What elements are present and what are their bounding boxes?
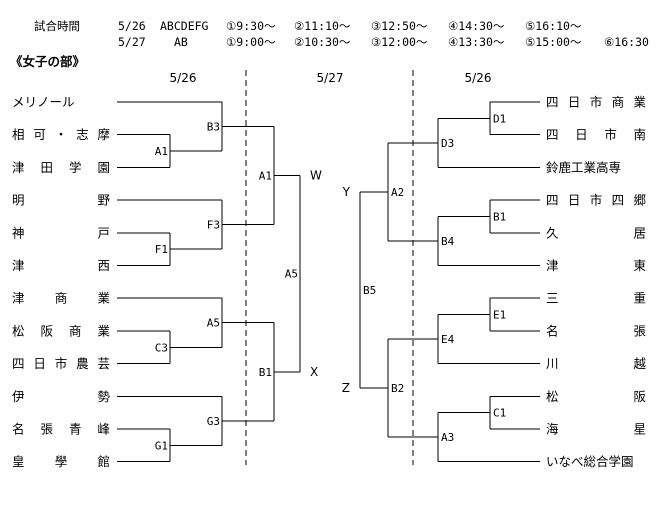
team-right-8: 名張 xyxy=(546,323,646,338)
team-left-12: 皇學館 xyxy=(12,454,110,469)
team-left-1: メリノール xyxy=(12,95,75,110)
winner-label-x: X xyxy=(310,365,318,379)
match-label-left-r1-4: G1 xyxy=(155,439,168,452)
match-label-right-semi: B5 xyxy=(363,284,376,297)
schedule-title: 試合時間 xyxy=(34,19,80,33)
team-right-6: 津東 xyxy=(546,258,646,273)
team-right-7: 三重 xyxy=(546,291,646,306)
match-label-left-r1-3: C3 xyxy=(155,341,168,354)
match-label-left-r3-2: B1 xyxy=(259,366,272,379)
match-labels: A1B3F1F3C3A5G1G3A1B1A5D1D3B1B4E1E4C1A3A2… xyxy=(155,112,507,452)
schedule-row-1-date: 5/26 xyxy=(118,19,146,33)
match-label-right-r1-1: D1 xyxy=(493,112,506,125)
team-right-1: 四日市商業 xyxy=(546,95,646,110)
bracket-lines xyxy=(117,101,540,463)
match-label-right-r2-3: E4 xyxy=(441,333,455,346)
day-header-left: 5/26 xyxy=(170,71,197,85)
match-label-right-r3-1: A2 xyxy=(391,186,404,199)
match-label-left-r2-2: F3 xyxy=(207,219,220,232)
section-title: 《女子の部》 xyxy=(10,54,85,69)
schedule-row-2-courts: AB xyxy=(174,35,188,49)
team-right-10: 松阪 xyxy=(546,389,646,404)
team-left-9: 四日市農芸 xyxy=(12,356,110,371)
match-label-right-r2-4: A3 xyxy=(441,431,454,444)
team-right-12: いなべ総合学園 xyxy=(546,454,634,469)
team-left-8: 松阪商業 xyxy=(12,323,110,338)
schedule-row-2-time-3: ③12:00～ xyxy=(371,35,428,49)
match-label-right-r1-3: E1 xyxy=(493,309,506,322)
team-left-3: 津田学園 xyxy=(12,160,110,175)
schedule-row-2-time-5: ⑤15:00～ xyxy=(525,35,582,49)
match-label-left-semi: A5 xyxy=(285,268,298,281)
team-left-4: 明野 xyxy=(12,193,110,208)
team-right-2: 四日市南 xyxy=(546,127,646,142)
team-left-5: 神戸 xyxy=(12,225,110,240)
team-left-7: 津商業 xyxy=(12,291,110,306)
match-label-right-r3-2: B2 xyxy=(391,382,404,395)
team-left-6: 津西 xyxy=(12,258,110,273)
team-right-11: 海星 xyxy=(546,422,646,437)
match-label-left-r1-1: A1 xyxy=(155,145,168,158)
schedule-row-2-time-6: ⑥16:30 xyxy=(604,35,649,49)
match-label-right-r1-2: B1 xyxy=(493,210,506,223)
match-label-left-r3-1: A1 xyxy=(259,170,272,183)
match-label-left-r2-1: B3 xyxy=(207,121,220,134)
team-right-3: 鈴鹿工業高専 xyxy=(546,160,621,175)
winner-label-z: Z xyxy=(342,381,350,395)
winner-label-w: W xyxy=(310,169,322,183)
team-right-9: 川越 xyxy=(546,356,646,371)
schedule-header: 試合時間 5/26 ABCDEFG ①9:30～ ②11:10～ ③12:50～… xyxy=(34,19,649,49)
match-label-left-r2-3: A5 xyxy=(207,317,220,330)
match-label-right-r1-4: C1 xyxy=(493,407,506,420)
team-names: メリノール相可・志摩津田学園明野神戸津西津商業松阪商業四日市農芸伊勢名張青峰皇學… xyxy=(12,95,646,470)
match-label-right-r2-1: D3 xyxy=(441,137,454,150)
schedule-row-2-time-2: ②10:30～ xyxy=(294,35,351,49)
match-label-left-r1-2: F1 xyxy=(155,243,168,256)
day-header-right: 5/26 xyxy=(465,71,492,85)
schedule-row-1-time-2: ②11:10～ xyxy=(294,19,351,33)
team-right-4: 四日市四郷 xyxy=(546,193,646,208)
schedule-row-1-time-3: ③12:50～ xyxy=(371,19,428,33)
team-left-2: 相可・志摩 xyxy=(12,127,110,142)
match-label-left-r2-4: G3 xyxy=(207,415,220,428)
schedule-row-1-time-4: ④14:30～ xyxy=(448,19,505,33)
schedule-row-2-time-1: ①9:00～ xyxy=(226,35,276,49)
team-left-11: 名張青峰 xyxy=(12,422,110,437)
schedule-row-2-time-4: ④13:30～ xyxy=(448,35,505,49)
schedule-row-1-time-1: ①9:30～ xyxy=(226,19,276,33)
match-label-right-r2-2: B4 xyxy=(441,235,455,248)
schedule-row-2-date: 5/27 xyxy=(118,35,146,49)
team-left-10: 伊勢 xyxy=(12,389,110,404)
schedule-row-1-courts: ABCDEFG xyxy=(160,19,209,33)
team-right-5: 久居 xyxy=(546,225,646,240)
winner-label-y: Y xyxy=(342,185,351,199)
schedule-row-1-time-5: ⑤16:10～ xyxy=(525,19,582,33)
day-header-center: 5/27 xyxy=(317,71,344,85)
